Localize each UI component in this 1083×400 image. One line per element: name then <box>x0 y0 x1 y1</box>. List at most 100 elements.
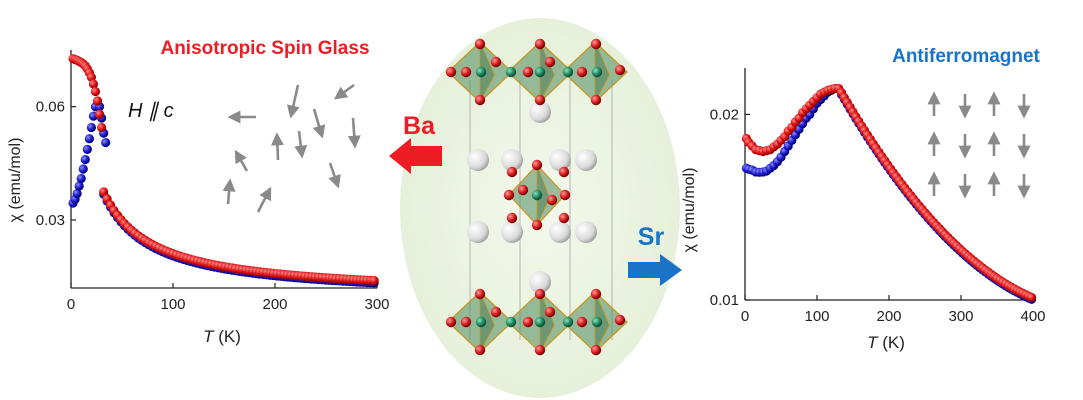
oxygen-atom <box>590 38 602 50</box>
oxygen-atom <box>534 94 546 106</box>
oxygen-atom <box>534 288 546 300</box>
oxygen-atom <box>506 166 518 178</box>
spin-arrow-icon <box>333 83 355 100</box>
oxygen-atom <box>522 66 534 78</box>
oxygen-atom <box>445 316 457 328</box>
oxygen-atom <box>558 212 570 224</box>
metal-atom <box>534 316 546 328</box>
field-h-symbol: H <box>128 100 143 122</box>
cation-atom <box>549 149 571 171</box>
metal-atom <box>531 189 543 201</box>
sr-substitution-arrow: Sr <box>628 223 682 286</box>
oxygen-atom <box>534 38 546 50</box>
field-direction-label: H ∥ c <box>128 100 174 122</box>
ba-arrow-icon <box>389 138 442 174</box>
x-tick-label: 300 <box>364 296 389 313</box>
red-data-point <box>90 86 101 97</box>
oxygen-atom <box>445 66 457 78</box>
red-data-point <box>94 109 105 119</box>
metal-atom <box>591 66 603 78</box>
chart-data-points <box>741 83 1037 304</box>
cation-atom <box>529 101 551 123</box>
metal-atom <box>591 316 603 328</box>
crystal-lattice <box>445 38 628 356</box>
blue-data-point <box>82 144 92 154</box>
oxygen-atom <box>576 316 588 328</box>
x-axis-label: T (K) <box>203 327 241 346</box>
spin-arrow-icon <box>328 162 341 189</box>
oxygen-atom <box>474 344 486 356</box>
y-tick-label: 0.06 <box>36 99 65 116</box>
metal-atom <box>562 66 574 78</box>
x-tick-label: 300 <box>948 308 973 325</box>
crystal-structure <box>400 18 680 398</box>
red-data-point <box>97 122 107 133</box>
y-tick-label: 0.03 <box>36 212 65 229</box>
random-spin-arrows <box>222 83 361 213</box>
oxygen-atom <box>490 56 502 68</box>
blue-data-point <box>86 122 96 133</box>
blue-data-point <box>72 188 82 199</box>
blue-data-point <box>78 164 88 174</box>
red-data-point <box>88 79 99 89</box>
x-tick-label: 200 <box>262 296 287 313</box>
metal-atom <box>505 316 517 328</box>
cation-atom <box>575 221 597 243</box>
y-tick-label: 0.01 <box>710 292 739 309</box>
blue-data-point <box>76 173 86 184</box>
chart-axes <box>70 50 377 289</box>
oxygen-atom <box>576 66 588 78</box>
ba-label: Ba <box>403 112 436 140</box>
oxygen-atom <box>522 316 534 328</box>
spin-arrow-icon <box>347 117 361 149</box>
x-tick-label: 0 <box>67 296 75 313</box>
cation-atom <box>529 271 551 293</box>
chart-title: Anisotropic Spin Glass <box>160 38 369 59</box>
sr-arrow-icon <box>628 254 682 286</box>
blue-data-point <box>101 137 111 148</box>
oxygen-atom <box>544 56 556 68</box>
red-data-point <box>1026 292 1037 303</box>
metal-atom <box>475 66 487 78</box>
oxygen-atom <box>544 306 556 318</box>
cation-atom <box>575 149 597 171</box>
x-tick-label: 0 <box>741 308 749 325</box>
oxygen-atom <box>460 316 472 328</box>
cation-atom <box>501 221 523 243</box>
oxygen-atom <box>534 344 546 356</box>
y-axis-label: χ (emu/mol) <box>7 138 24 223</box>
oxygen-atom <box>474 288 486 300</box>
spin-arrow-icon <box>312 108 326 139</box>
spin-arrow-icon <box>294 130 308 159</box>
cation-atom <box>501 149 523 171</box>
antiparallel-spin-arrows <box>927 91 1031 199</box>
oxygen-atom <box>460 66 472 78</box>
red-data-point <box>92 96 103 106</box>
oxygen-atom <box>531 219 543 231</box>
oxygen-atom <box>503 189 515 201</box>
x-axis-label-unit: (K) <box>878 333 905 352</box>
oxygen-atom <box>474 94 486 106</box>
oxygen-atom <box>531 159 543 171</box>
ba-substitution-arrow: Ba <box>389 112 442 174</box>
metal-atom <box>562 316 574 328</box>
oxygen-atom <box>559 189 571 201</box>
spin-arrow-icon <box>234 149 249 172</box>
oxygen-atom <box>590 94 602 106</box>
metal-atom <box>534 66 546 78</box>
red-data-point <box>99 187 109 197</box>
x-tick-label: 400 <box>1020 308 1045 325</box>
x-axis-label-italic: T <box>867 333 879 352</box>
x-axis-label: T (K) <box>867 333 905 352</box>
x-tick-label: 200 <box>876 308 901 325</box>
cation-atom <box>467 221 489 243</box>
x-axis-label-italic: T <box>203 327 215 346</box>
oxygen-atom <box>614 314 626 326</box>
oxygen-atom <box>474 38 486 50</box>
oxygen-atom <box>590 344 602 356</box>
y-tick-label: 0.02 <box>710 106 739 123</box>
